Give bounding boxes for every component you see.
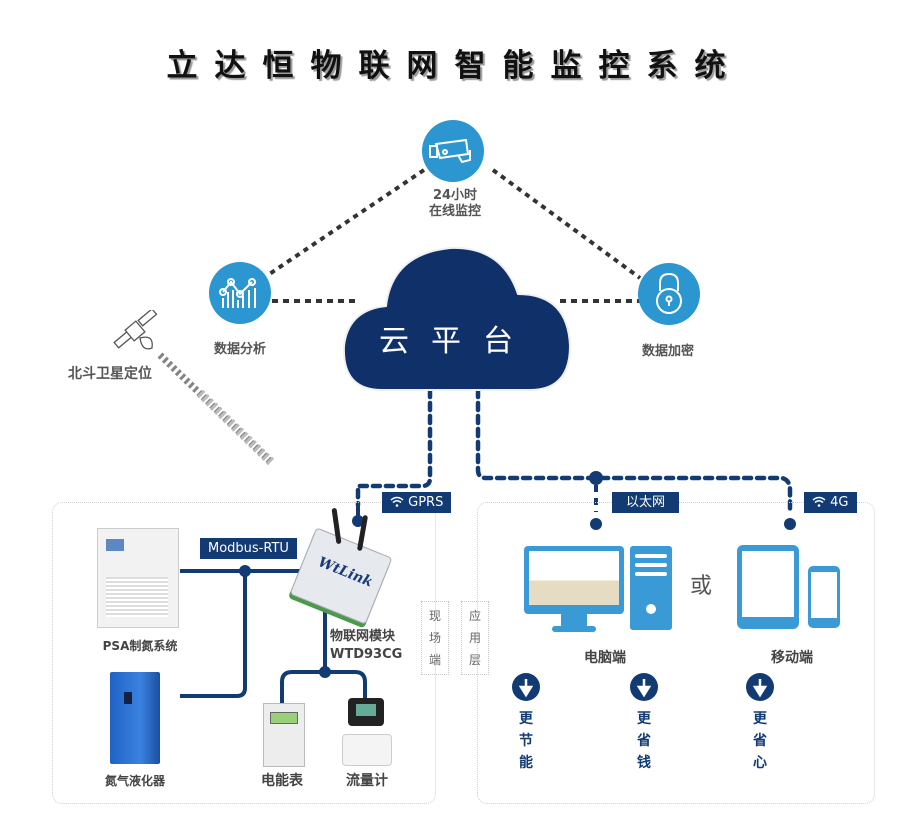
link-monitor-analysis — [266, 168, 426, 277]
benefit-char: 更 — [519, 711, 533, 727]
benefit-char: 节 — [519, 733, 533, 749]
flowmeter-head-image — [348, 698, 384, 726]
psa-label: PSA制氮系统 — [102, 639, 178, 653]
pc-monitor-icon — [524, 546, 624, 614]
psa-device-image — [97, 528, 179, 628]
field-side-label: 现 场 端 — [421, 601, 449, 675]
padlock-icon — [656, 272, 682, 314]
monitoring-label: 24小时 在线监控 — [415, 188, 495, 220]
benefit-char: 钱 — [637, 755, 651, 771]
arrow-down-icon — [746, 673, 774, 701]
cloud-label: 云平台 — [379, 324, 535, 359]
benefit-char: 更 — [753, 711, 767, 727]
monitoring-label-line1: 24小时 — [432, 188, 478, 203]
module-brand: WtLink — [315, 554, 375, 591]
4g-tag-label: 4G — [830, 495, 849, 510]
tower-slot — [635, 572, 667, 576]
tablet-icon — [737, 545, 799, 629]
field-side-char: 端 — [428, 653, 441, 667]
satellite-icon — [113, 308, 158, 350]
wifi-icon — [390, 495, 404, 509]
meter-display — [270, 712, 298, 724]
modbus-tag: Modbus-RTU — [200, 538, 297, 559]
monitoring-label-line2: 在线监控 — [428, 204, 481, 219]
benefit-worry: 更 省 心 — [750, 708, 770, 774]
satellite — [112, 308, 162, 360]
benefit-char: 能 — [519, 755, 533, 771]
benefit-energy: 更 节 能 — [516, 708, 536, 774]
power-button-icon — [646, 604, 656, 614]
pc-screen — [529, 551, 619, 605]
liquefier-label: 氮气液化器 — [104, 774, 165, 788]
link-cloud-app — [475, 387, 793, 513]
energy-meter-image — [263, 703, 305, 767]
modbus-branch — [180, 571, 247, 698]
ethernet-tag: 以太网 — [612, 492, 680, 513]
cloud-icon — [342, 246, 572, 391]
or-label: 或 — [690, 574, 713, 599]
link-cloud-gprs — [355, 387, 433, 508]
encryption-label: 数据加密 — [641, 344, 694, 359]
app-side-char: 层 — [468, 653, 481, 667]
security-camera-icon — [429, 138, 471, 164]
tablet-screen — [742, 551, 794, 617]
benefit-char: 心 — [753, 755, 767, 771]
flowmeter-body-image — [342, 734, 392, 766]
flowmeter-display — [356, 704, 376, 716]
4g-tag: 4G — [804, 492, 857, 513]
pc-label: 电脑端 — [584, 650, 626, 666]
module-label-line1: 物联网模块 — [330, 629, 396, 644]
pc-tower-icon — [630, 546, 672, 630]
benefit-money: 更 省 钱 — [634, 708, 654, 774]
line-chart-icon — [219, 278, 256, 308]
psa-screen — [106, 539, 124, 551]
field-side-char: 现 — [428, 609, 441, 623]
pc-base — [552, 626, 596, 632]
module-label: 物联网模块 WTD93CG — [330, 628, 402, 664]
phone-icon — [808, 566, 840, 628]
link-monitor-encryption — [491, 168, 642, 280]
satellite-beam — [157, 352, 276, 467]
encryption-circle — [638, 263, 700, 325]
benefit-char: 省 — [637, 733, 651, 749]
energy-meter-label: 电能表 — [261, 773, 303, 789]
benefit-char: 省 — [753, 733, 767, 749]
monitoring-circle — [422, 120, 484, 182]
flowmeter-label: 流量计 — [346, 773, 388, 789]
app-side-char: 应 — [468, 609, 481, 623]
app-side-label: 应 用 层 — [461, 601, 489, 675]
arrow-down-icon — [512, 673, 540, 701]
gprs-tag: GPRS — [382, 492, 452, 513]
cloud-platform[interactable]: 云平台 — [342, 236, 572, 392]
pc-stand — [561, 614, 587, 628]
field-side-char: 场 — [428, 631, 441, 645]
tower-slot — [635, 554, 667, 558]
psa-grille — [106, 577, 168, 617]
gprs-tag-label: GPRS — [408, 495, 444, 510]
wifi-icon — [812, 495, 826, 509]
analysis-circle — [209, 262, 271, 324]
liquefier-panel — [124, 692, 132, 704]
module-model: WTD93CG — [330, 647, 403, 662]
tower-slot — [635, 563, 667, 567]
phone-screen — [811, 572, 837, 618]
page-title: 立达恒物联网智能监控系统 — [166, 48, 743, 84]
benefit-char: 更 — [637, 711, 651, 727]
field-panel — [52, 502, 436, 804]
app-side-char: 用 — [468, 631, 481, 645]
arrow-down-icon — [630, 673, 658, 701]
satellite-label: 北斗卫星定位 — [68, 366, 152, 382]
mobile-label: 移动端 — [771, 650, 813, 666]
analysis-label: 数据分析 — [213, 342, 266, 357]
liquefier-device-image — [110, 672, 160, 764]
